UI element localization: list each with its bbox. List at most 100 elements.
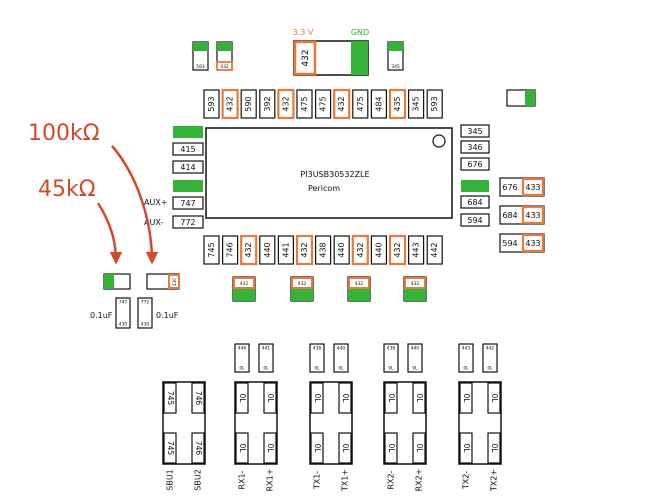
bottom-resistor (222, 235, 239, 265)
top-resistor (370, 89, 387, 119)
top-resistor (352, 89, 369, 119)
top-resistor (315, 89, 332, 119)
connector-value-left: 745 (166, 391, 175, 406)
connector-pad (487, 432, 501, 464)
small-top-label-1: 432 (220, 64, 229, 70)
right-outer-highlight (521, 233, 545, 253)
right-pad (460, 124, 490, 138)
aux-pad (172, 196, 204, 210)
bottom-resistor-value: 442 (430, 242, 439, 257)
connector-pad (191, 382, 205, 414)
small-pair-top: 440 (411, 346, 420, 352)
right-pad-value: 676 (467, 160, 482, 169)
bottom-resistor (426, 235, 443, 265)
small-under-highlight (404, 277, 426, 289)
annotation-arrow-45k (96, 202, 123, 265)
right-pad-value: 346 (467, 143, 482, 152)
small-under-value: 432 (298, 281, 307, 287)
small-under-highlight (291, 277, 313, 289)
small-under-value: 432 (411, 281, 420, 287)
top-resistor (408, 89, 425, 119)
top-resistor-value: 484 (374, 96, 383, 111)
connector-value-right: 0L (490, 394, 499, 404)
right-pad (460, 140, 490, 154)
top-resistor (259, 89, 276, 119)
top-resistor (426, 89, 443, 119)
bottom-resistor (295, 234, 314, 266)
right-outer-highlight (521, 205, 545, 225)
connector-value-left: 0L (462, 394, 471, 404)
small-under-green (348, 289, 370, 301)
small-under-highlight (348, 277, 370, 289)
aux-pad-value: 772 (180, 218, 195, 227)
connector-pad (487, 382, 501, 414)
top-resistor-value: 432 (337, 96, 346, 111)
bottom-resistor-value: 443 (412, 242, 421, 257)
bottom-resistor-value: 432 (356, 242, 365, 257)
small-part-45k (103, 273, 131, 290)
connector-pad (310, 432, 324, 464)
small-part-right-horizontal (506, 89, 536, 107)
connector-pad (338, 432, 352, 464)
right-outer-value: 684 (502, 211, 517, 220)
connector-value-left: 0L (313, 394, 322, 404)
bottom-resistor-value: 432 (300, 242, 309, 257)
small-under-green (233, 289, 255, 301)
small-pair-bottom: 0L (388, 366, 394, 372)
bottom-resistor-value: 432 (393, 242, 402, 257)
connector-value-left: 0L (238, 394, 247, 404)
left-pad-green (173, 180, 203, 192)
small-under-highlight (233, 277, 255, 289)
top-resistor (296, 89, 313, 119)
bottom-resistor-value: 438 (319, 242, 328, 257)
small-mid-label-0: 430 (172, 278, 177, 286)
top-resistor-value: 475 (356, 96, 365, 111)
small-capacitor-top: 772 (141, 300, 150, 306)
aux-pad (172, 215, 204, 229)
top-resistor-value: 435 (393, 96, 402, 111)
top-resistor-value: 475 (319, 96, 328, 111)
connector-bottom-left: 0L (462, 444, 471, 454)
top-resistor-value: 345 (412, 96, 421, 111)
cap-label-left: 0.1uF (90, 311, 113, 320)
bottom-resistor (333, 235, 350, 265)
small-pair-top: 440 (337, 346, 346, 352)
small-pair-bottom: 0L (263, 366, 269, 372)
ic-body (205, 127, 453, 219)
right-pad-value: 345 (467, 127, 482, 136)
small-pair-part (258, 343, 274, 373)
small-pair-part (458, 343, 474, 373)
small-pair-bottom: 0L (463, 366, 469, 372)
small-under-value: 432 (355, 281, 364, 287)
small-capacitor-bottom: 430 (119, 322, 128, 328)
connector-value-right: 0L (415, 394, 424, 404)
connector-bottom-left: 0L (313, 444, 322, 454)
small-part-top-left: 593 (192, 41, 209, 71)
left-pad-green (173, 126, 203, 138)
small-under-green (404, 289, 426, 301)
right-pad (460, 195, 490, 209)
bottom-resistor-value: 432 (244, 242, 253, 257)
annotation-45k: 45kΩ (38, 177, 96, 202)
connector-pad (163, 382, 177, 414)
right-pad-green (461, 180, 489, 192)
right-outer-highlight (521, 177, 545, 197)
connector-pad (338, 382, 352, 414)
power-cap-gnd-pad (351, 41, 368, 75)
left-pad-value: 415 (180, 145, 195, 154)
left-pad (172, 142, 204, 156)
aux-minus-label: AUX- (144, 218, 163, 227)
top-resistor-value: 593 (430, 96, 439, 111)
right-outer-hl-value: 433 (525, 183, 540, 192)
top-resistor (333, 88, 351, 120)
right-outer-value: 676 (502, 183, 517, 192)
connector-pad (459, 382, 473, 414)
right-outer-value: 594 (502, 239, 517, 248)
connector-bottom-right: 0L (341, 444, 350, 454)
aux-pad-value: 747 (180, 199, 195, 208)
connector-label-right: RX2+ (415, 469, 424, 492)
small-under-green (291, 289, 313, 301)
